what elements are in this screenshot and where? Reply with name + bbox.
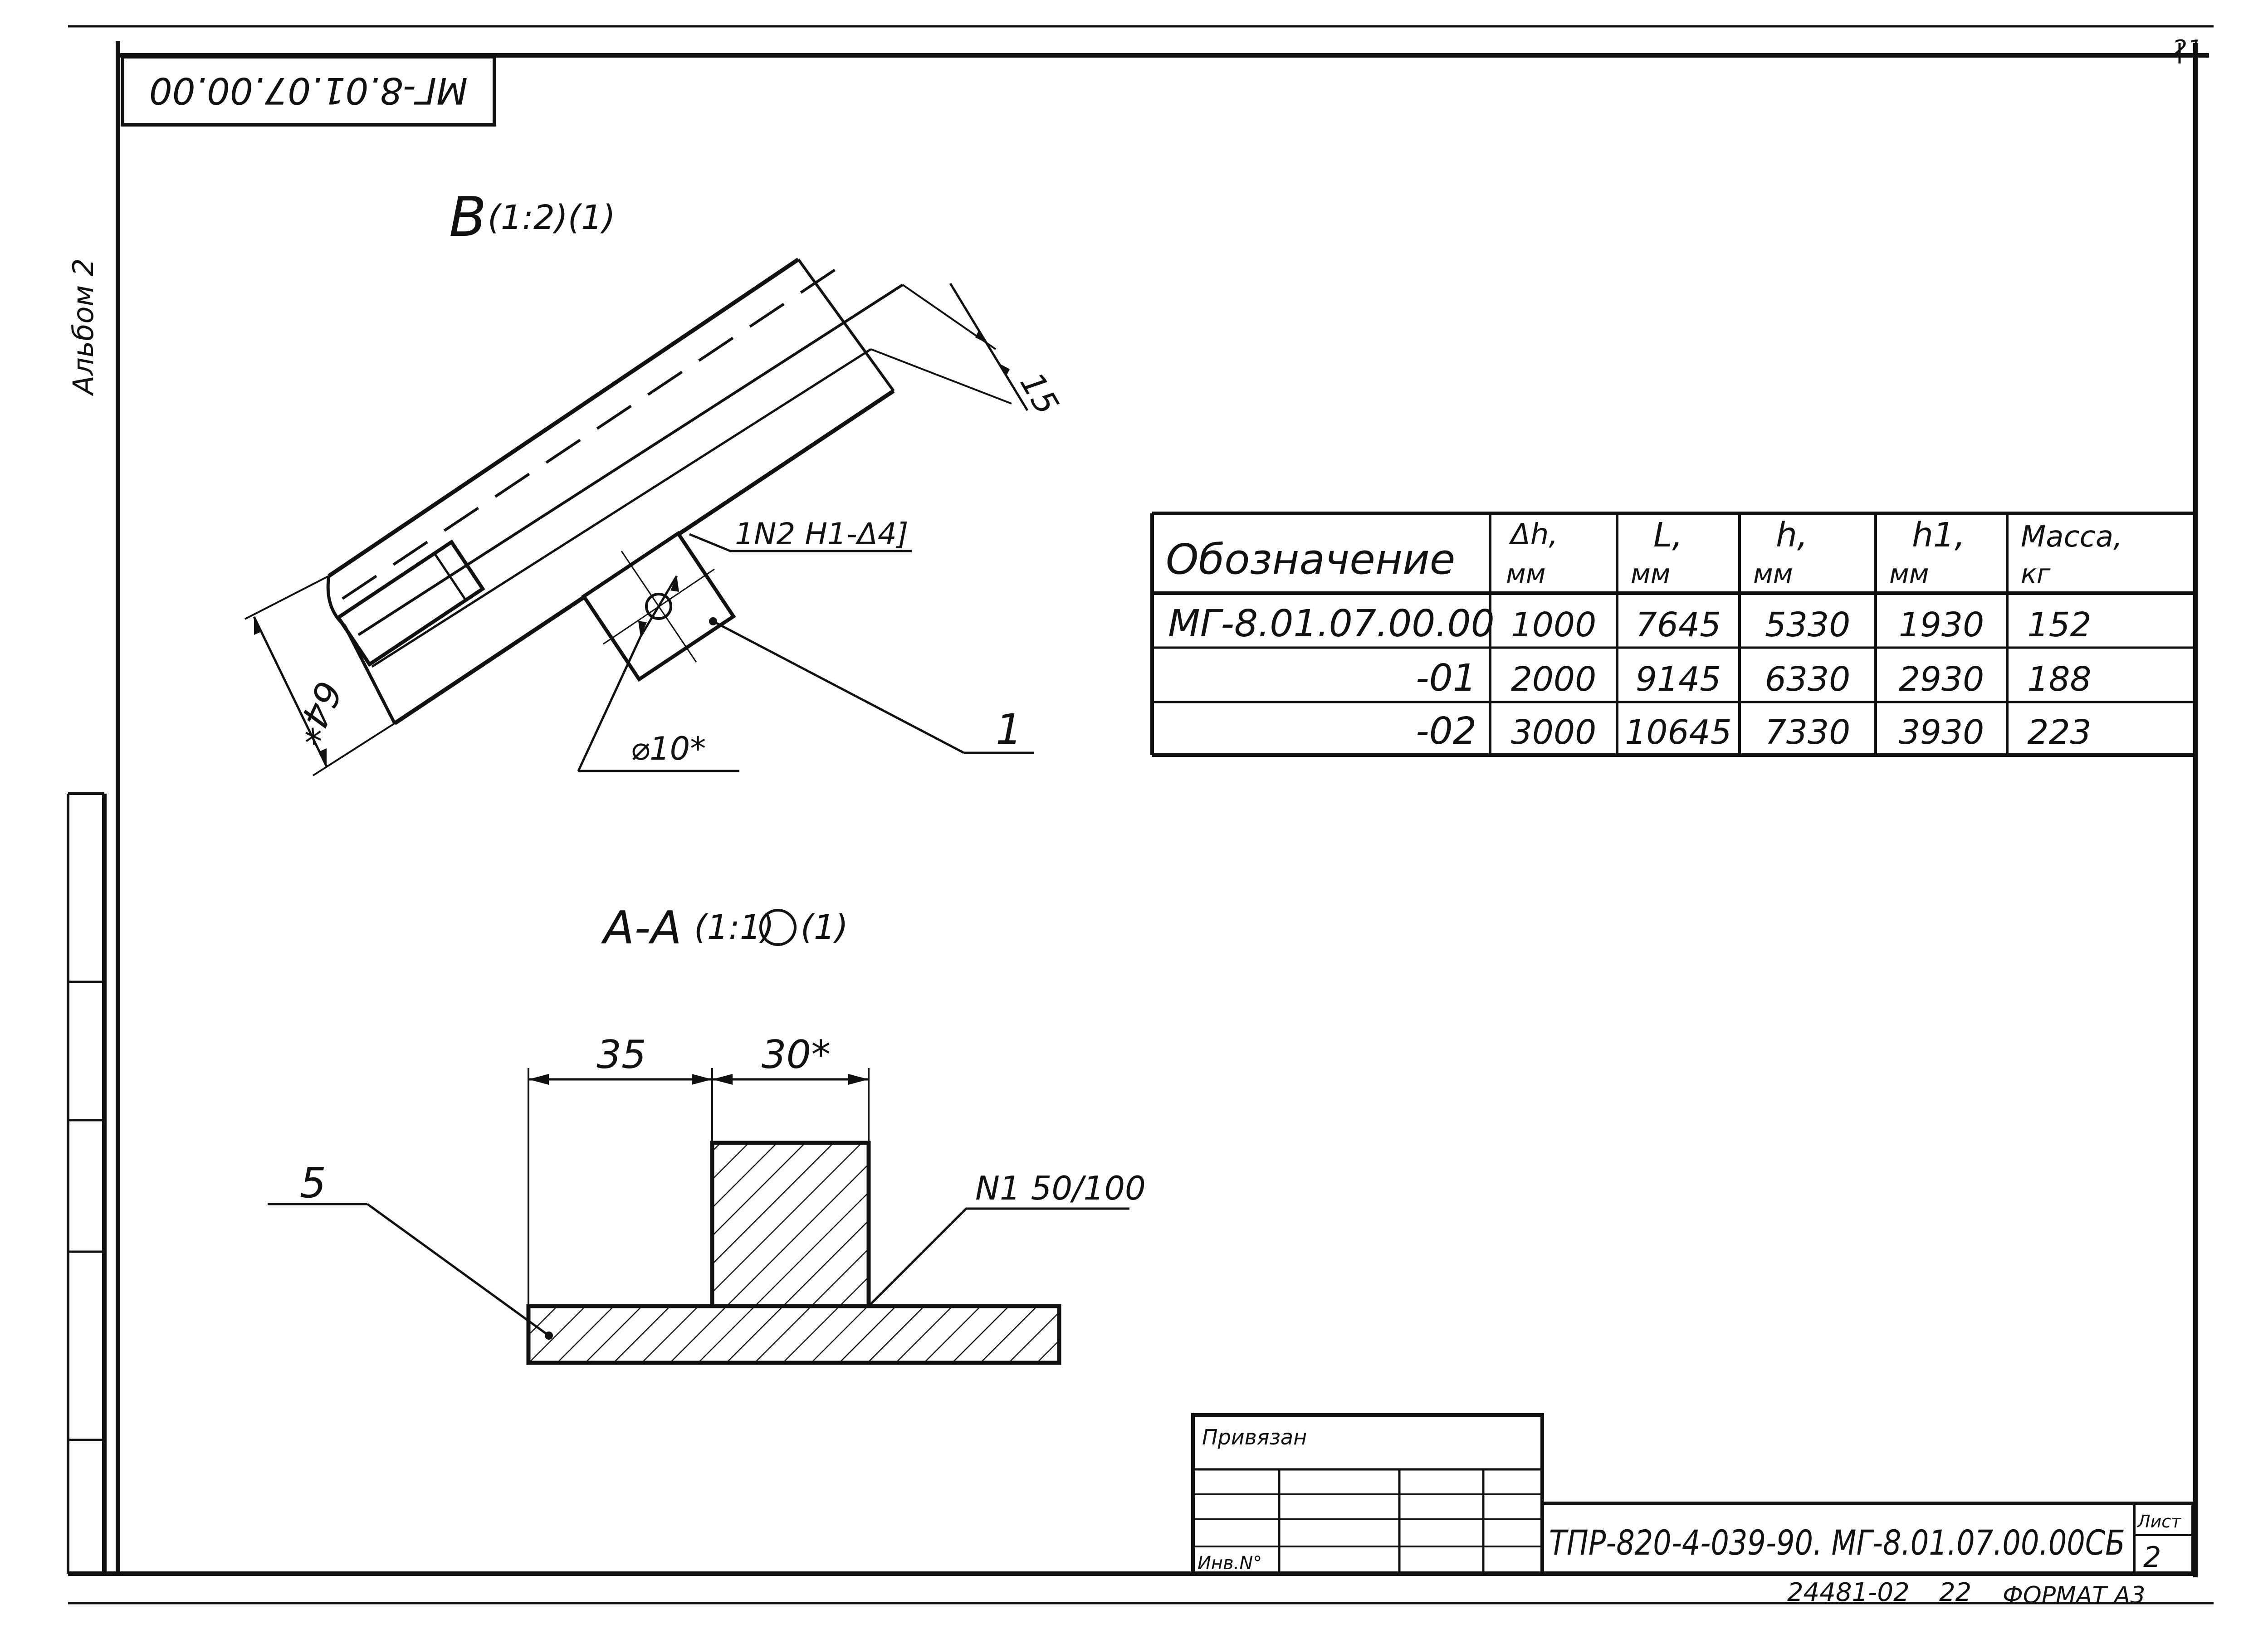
cell-dh: 1000: [1511, 605, 1596, 644]
stamp-box: МГ-8.01.07.00.00: [121, 55, 496, 127]
footer-format: ФОРМАТ А3: [2003, 1582, 2145, 1609]
section-aa-title: А-А: [601, 901, 682, 954]
section-aa-weld-mark: (1): [801, 908, 848, 947]
header-dh: Δh,: [1508, 518, 1558, 551]
section-aa: А-А (1:1) (1) 35 30* 5: [268, 901, 1146, 1365]
header-mass-unit: кг: [2021, 558, 2051, 589]
spec-table-rows: МГ-8.01.07.00.00 1000 7645 5330 1930 152…: [1168, 602, 2092, 753]
header-h: h,: [1776, 516, 1808, 555]
footer-archive: 24481-02: [1787, 1578, 1910, 1607]
view-b-hole-dim: ⌀10*: [631, 730, 706, 767]
title-block-sheet-value: 2: [2143, 1541, 2161, 1574]
cell-h: 5330: [1765, 605, 1850, 644]
cell-dh: 3000: [1511, 713, 1596, 752]
cell-mass: 188: [2027, 660, 2091, 699]
section-aa-part-callout: 5: [300, 1159, 327, 1207]
table-row: МГ-8.01.07.00.00 1000 7645 5330 1930 152: [1168, 602, 2092, 645]
section-aa-dim-right: 30*: [762, 1032, 831, 1078]
sheet-frame: [67, 25, 2214, 1605]
view-b: В (1:2)(1): [244, 186, 1066, 776]
table-row: -02 3000 10645 7330 3930 223: [1416, 710, 2092, 753]
view-b-scale: (1:2)(1): [488, 198, 616, 237]
stamp-code: МГ-8.01.07.00.00: [149, 69, 468, 112]
title-block-doc-code: ТПР-820-4-039-90. МГ-8.01.07.00.00СБ: [1549, 1522, 2125, 1563]
cell-h1: 3930: [1899, 713, 1984, 752]
cell-mass: 223: [2027, 713, 2091, 752]
title-block-bound-label: Привязан: [1202, 1425, 1307, 1449]
cell-h1: 1930: [1899, 605, 1984, 644]
title-block: [1191, 1413, 2195, 1575]
cell-designation: -01: [1416, 657, 1476, 700]
view-b-part-callout: 1: [996, 705, 1022, 754]
section-aa-geometry: [268, 1068, 1129, 1365]
view-b-dim-width: 64*: [285, 675, 350, 751]
cell-l: 7645: [1636, 605, 1721, 644]
header-h1: h1,: [1912, 516, 1965, 555]
section-aa-scale: (1:1): [694, 908, 774, 947]
view-b-title: В: [449, 186, 486, 249]
cell-dh: 2000: [1511, 660, 1596, 699]
title-block-inv-label: Инв.N°: [1198, 1553, 1262, 1574]
table-row: -01 2000 9145 6330 2930 188: [1416, 657, 2092, 700]
header-dh-unit: мм: [1506, 558, 1546, 589]
cell-h: 6330: [1765, 660, 1850, 699]
header-h1-unit: мм: [1889, 558, 1929, 589]
cell-designation: -02: [1416, 710, 1476, 753]
cell-l: 10645: [1625, 713, 1731, 752]
view-b-weld-note: 1N2 Н1-Δ4]: [735, 517, 909, 551]
header-designation: Обозначение: [1166, 535, 1455, 584]
cell-h1: 2930: [1899, 660, 1984, 699]
section-aa-weld-note: N1 50/100: [975, 1169, 1146, 1207]
footer-page: 22: [1939, 1578, 1971, 1607]
title-block-sheet-label: Лист: [2136, 1512, 2182, 1532]
cell-designation: МГ-8.01.07.00.00: [1168, 602, 1495, 645]
section-aa-dim-left: 35: [596, 1032, 646, 1078]
spec-table-header: Обозначение Δh, мм L, мм h, мм h1, мм Ма…: [1166, 516, 2122, 589]
header-mass: Масса,: [2021, 520, 2122, 554]
cell-h: 7330: [1765, 713, 1850, 752]
cell-mass: 152: [2027, 605, 2091, 644]
spec-table: [1150, 512, 2193, 757]
cell-l: 9145: [1636, 660, 1721, 699]
weld-all-around-icon: [759, 909, 797, 946]
album-label: Альбом 2: [67, 259, 100, 397]
view-b-dim-gap: 15: [1012, 366, 1066, 421]
view-b-profile: [244, 258, 1034, 776]
header-h-unit: мм: [1753, 558, 1793, 589]
header-l-unit: мм: [1631, 558, 1671, 589]
header-l: L,: [1653, 516, 1683, 555]
sheet-number: 21: [2172, 35, 2202, 63]
